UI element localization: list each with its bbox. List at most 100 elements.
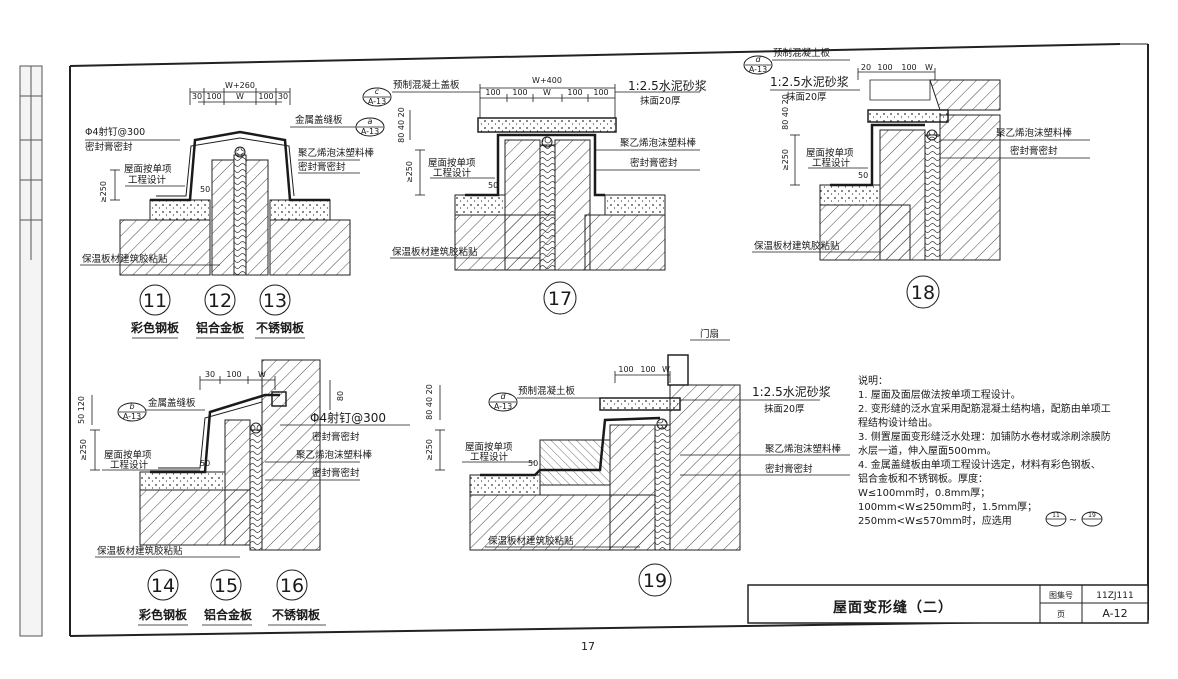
callout-label: 聚乙烯泡沫塑料棒 xyxy=(298,147,375,159)
callout-ref-sheet: A-13 xyxy=(368,97,386,106)
dim-label: W xyxy=(258,370,266,379)
callout-label: 工程设计 xyxy=(128,174,167,186)
callout-ref-letter: c xyxy=(375,87,380,96)
detail-caption: 铝合金板 xyxy=(196,320,245,335)
notes-heading: 说明： xyxy=(858,374,888,387)
dim-label: 50 xyxy=(858,171,868,180)
dim-label: W+400 xyxy=(532,76,562,85)
dim-label: ≥250 xyxy=(79,439,88,461)
note-line: 水层一道，伸入屋面500mm。 xyxy=(858,444,997,457)
callout-label: 保温板材建筑胶粘贴 xyxy=(82,253,168,265)
dim-label: 80 xyxy=(336,391,345,401)
dim-label: W xyxy=(543,88,551,97)
dim-label: 100 xyxy=(901,63,916,72)
detail-14-15-16: 30 100 W 金属盖缝板 屋面按单项 工程设计 Φ4射钉@300 密封膏密封… xyxy=(77,359,410,626)
detail-number: 14 xyxy=(151,575,175,597)
atlas-no-value: 11ZJ111 xyxy=(1096,591,1133,601)
callout-label: 屋面按单项 xyxy=(104,449,152,461)
callout-label: Φ4射钉@300 xyxy=(85,126,145,138)
callout-label: 聚乙烯泡沫塑料棒 xyxy=(996,127,1073,139)
dim-label: 100 xyxy=(618,365,633,374)
callout-label: 保温板材建筑胶粘贴 xyxy=(392,246,478,258)
dim-label: 50 xyxy=(488,181,498,190)
callout-label: 聚乙烯泡沫塑料棒 xyxy=(620,137,697,149)
dim-label: 100 xyxy=(512,88,527,97)
detail-number: 11 xyxy=(143,290,167,312)
detail-number: 19 xyxy=(643,570,667,592)
footer-page-number: 17 xyxy=(581,640,595,653)
dim-label: ≥250 xyxy=(99,181,108,203)
note-line: 2. 变形缝的泛水宜采用配筋混凝土结构墙，配筋由单项工 xyxy=(858,402,1111,415)
dim-label: ≥250 xyxy=(405,161,414,183)
callout-label: 门扇 xyxy=(700,328,719,340)
callout-ref-letter: d xyxy=(500,392,506,401)
callout-label: 工程设计 xyxy=(812,157,851,169)
dim-label: 100 xyxy=(877,63,892,72)
callout-label: 保温板材建筑胶粘贴 xyxy=(97,545,183,557)
dim-label: 100 xyxy=(206,92,221,101)
callout-label: 屋面按单项 xyxy=(428,157,476,169)
dim-label: 100 xyxy=(640,365,655,374)
detail-17: W+400 100 100 W 100 100 预制混凝土盖板 1:2.5水泥砂… xyxy=(362,76,707,315)
callout-label: 工程设计 xyxy=(470,451,509,463)
note-line: 铝合金板和不锈钢板。厚度： xyxy=(858,472,988,485)
atlas-no-label: 图集号 xyxy=(1049,590,1073,600)
callout-label: 抹面20厚 xyxy=(764,403,805,415)
callout-label: 密封膏密封 xyxy=(312,431,360,443)
dim-label: 80 40 20 xyxy=(781,94,790,130)
detail-number: 12 xyxy=(208,290,232,312)
note-ref-separator: ~ xyxy=(1069,515,1077,526)
page-value: A-12 xyxy=(1102,607,1127,620)
callout-ref-letter: b xyxy=(129,402,134,411)
dim-label: 100 xyxy=(226,370,241,379)
detail-caption: 铝合金板 xyxy=(204,607,253,622)
dim-label: 100 xyxy=(593,88,608,97)
callout-label: Φ4射钉@300 xyxy=(310,410,386,425)
dim-label: 100 xyxy=(485,88,500,97)
callout-label: 工程设计 xyxy=(433,167,472,179)
callout-label: 聚乙烯泡沫塑料棒 xyxy=(296,449,373,461)
callout-label: 屋面按单项 xyxy=(124,163,172,175)
dim-label: 30 xyxy=(278,92,288,101)
detail-number: 13 xyxy=(263,290,287,312)
callout-label: 保温板材建筑胶粘贴 xyxy=(488,535,574,547)
detail-caption: 彩色钢板 xyxy=(138,607,188,622)
note-ref-start: 11 xyxy=(1052,512,1060,519)
dim-label: 30 xyxy=(192,92,202,101)
callout-label: 1:2.5水泥砂浆 xyxy=(752,384,831,399)
callout-label: 密封膏密封 xyxy=(312,467,360,479)
callout-ref-sheet: A-13 xyxy=(123,412,141,421)
callout-label: 屋面按单项 xyxy=(465,441,513,453)
dim-label: 50 120 xyxy=(77,396,86,424)
dim-label: 30 xyxy=(205,370,215,379)
note-line: 250mm<W≤570mm时，应选用 xyxy=(858,514,1012,527)
notes-block: 说明： 1. 屋面及面层做法按单项工程设计。 2. 变形缝的泛水宜采用配筋混凝土… xyxy=(858,374,1111,527)
callout-label: 1:2.5水泥砂浆 xyxy=(628,78,707,93)
dim-label: 50 xyxy=(200,185,210,194)
dim-label: W xyxy=(662,365,670,374)
callout-label: 密封膏密封 xyxy=(765,463,813,475)
detail-caption: 不锈钢板 xyxy=(272,607,321,622)
page-label: 页 xyxy=(1057,610,1065,619)
detail-11-12-13: W+260 30 100 W 100 30 Φ4射钉@300 密封膏密封 金属盖… xyxy=(80,81,385,339)
callout-label: 密封膏密封 xyxy=(298,161,346,173)
callout-ref-letter: d xyxy=(755,55,761,64)
dim-label: W+260 xyxy=(225,81,255,90)
dim-label: 80 40 20 xyxy=(397,107,406,143)
dim-label: W xyxy=(925,63,933,72)
detail-number: 16 xyxy=(280,575,304,597)
callout-label: 屋面按单项 xyxy=(806,147,854,159)
callout-label: 保温板材建筑胶粘贴 xyxy=(754,240,840,252)
detail-number: 17 xyxy=(548,288,572,310)
dim-label: 50 xyxy=(200,459,210,468)
detail-number: 15 xyxy=(214,575,238,597)
note-line: 4. 金属盖缝板由单项工程设计选定，材料有彩色钢板、 xyxy=(858,458,1101,471)
callout-label: 金属盖缝板 xyxy=(295,114,343,126)
detail-caption: 彩色钢板 xyxy=(130,320,180,335)
dim-label: 100 xyxy=(258,92,273,101)
dim-label: ≥250 xyxy=(781,149,790,171)
dim-label: ≥250 xyxy=(425,439,434,461)
callout-label: 聚乙烯泡沫塑料棒 xyxy=(765,443,842,455)
note-line: 1. 屋面及面层做法按单项工程设计。 xyxy=(858,388,1021,401)
